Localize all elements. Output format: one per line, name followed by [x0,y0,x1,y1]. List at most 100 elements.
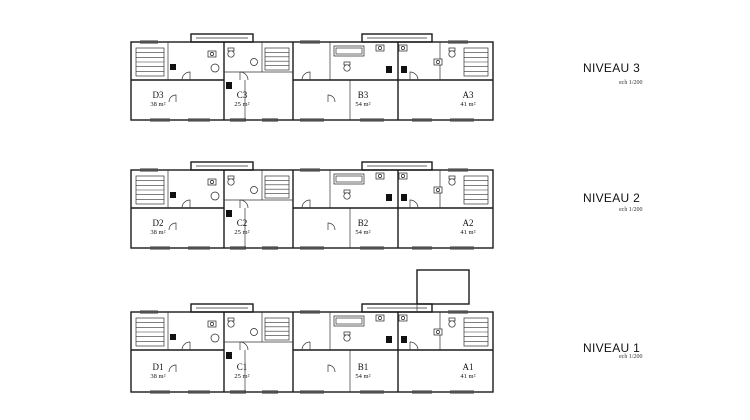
top-bay [190,303,254,313]
top-bay [361,303,433,313]
stair-outline [264,317,290,341]
door-swing [239,341,249,351]
kitchen-hob-block [226,352,232,359]
level-3-title: NIVEAU 3 [583,61,641,75]
stair-outline [264,47,290,71]
door-swing [409,71,419,81]
unit-label-d3: D3 [153,90,164,100]
stair-outline [264,175,290,199]
level-3-scale: ech 1/200 [619,80,643,86]
kitchen-hob-block [226,210,232,217]
window [450,118,474,122]
unit-area-d3: 38 m² [150,101,165,108]
toilet-bowl [227,320,235,328]
door-swing [327,94,336,103]
unit-area-d1: 38 m² [150,373,165,380]
sink-icon [375,44,385,52]
window [230,246,246,250]
unit-label-b2: B2 [358,218,369,228]
kitchen-hob-block [401,66,407,73]
shower-tray [250,58,258,66]
window [300,310,320,314]
unit-area-b2: 54 m² [355,229,370,236]
window [448,40,468,44]
kitchen-hob-block [401,336,407,343]
door-swing [301,199,311,209]
window [360,390,384,394]
kitchen-hob-block [170,192,176,198]
window [412,118,432,122]
window [188,246,210,250]
kitchen-hob-block [386,336,392,343]
unit-area-c3: 25 m² [234,101,249,108]
unit-label-c3: C3 [237,90,248,100]
toilet-icon [343,189,351,200]
window [150,246,170,250]
window [262,246,278,250]
window [150,118,170,122]
window [230,390,246,394]
toilet-icon [448,175,456,186]
terrace-block [416,269,470,305]
unit-label-d2: D2 [153,218,164,228]
outer-wall [130,41,494,121]
staircase-west [135,175,165,205]
window [188,390,210,394]
bathtub-icon [333,173,365,185]
door-swing [181,199,191,209]
sink-icon [398,314,408,322]
sink-icon [375,314,385,322]
window [412,246,432,250]
toilet-bowl [227,178,235,186]
toilet-bowl [227,50,235,58]
toilet-icon [343,61,351,72]
shower-tray [210,63,220,73]
sink-icon [207,178,217,186]
sink-drain [378,174,382,178]
window [230,118,246,122]
window [262,390,278,394]
top-bay [361,33,433,43]
toilet-icon [227,47,235,58]
shower-tray [250,328,258,336]
sink-icon [433,186,443,194]
level-2-title: NIVEAU 2 [583,191,641,205]
unit-label-a3: A3 [463,90,474,100]
bathtub-outer [333,45,365,57]
staircase-west [135,317,165,347]
sink-drain [378,46,382,50]
sink-drain [436,330,440,334]
sink-icon [433,58,443,66]
staircase-center [264,175,290,199]
window [300,390,324,394]
window [140,40,158,44]
top-bay [361,161,433,171]
window [360,246,384,250]
shower-tray [250,186,258,194]
sink-drain [401,316,405,320]
outer-wall [130,169,494,249]
toilet-icon [343,331,351,342]
sink-icon [207,320,217,328]
window [300,40,320,44]
unit-label-a2: A2 [463,218,474,228]
level-1-title: NIVEAU 1 [583,341,641,355]
staircase-east [463,175,489,205]
toilet-bowl [448,320,456,328]
bathtub-icon [333,315,365,327]
unit-label-b3: B3 [358,90,369,100]
toilet-bowl [343,334,351,342]
shower-tray [210,191,220,201]
bathtub-outer [333,173,365,185]
window [448,168,468,172]
sink-icon [207,50,217,58]
door-swing [181,71,191,81]
unit-label-c2: C2 [237,218,248,228]
top-bay [190,161,254,171]
window [300,246,324,250]
level-1-scale: ech 1/200 [619,354,643,360]
sink-icon [433,328,443,336]
unit-area-c2: 25 m² [234,229,249,236]
